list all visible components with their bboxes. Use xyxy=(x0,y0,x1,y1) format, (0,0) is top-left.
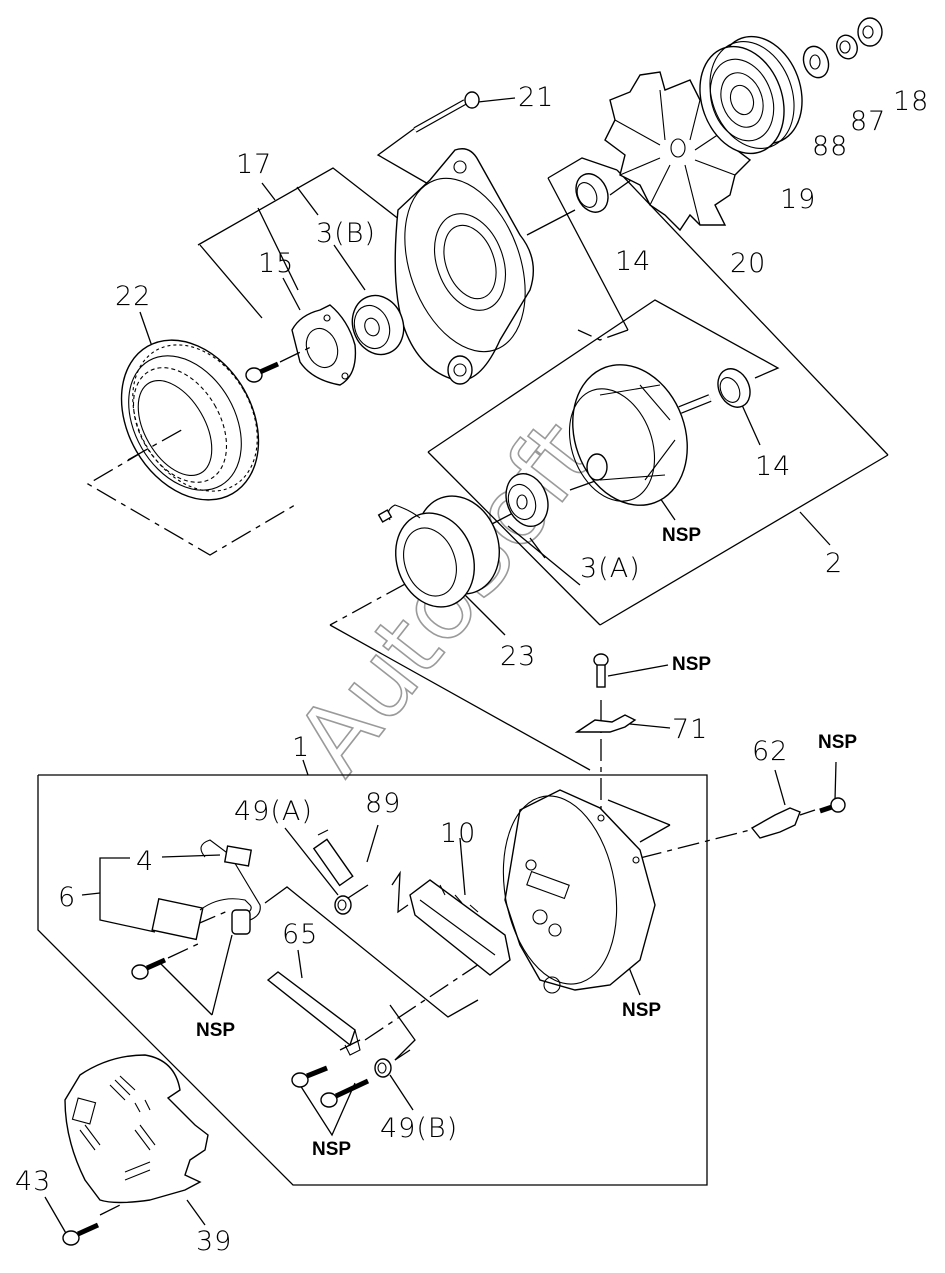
clip-71 xyxy=(574,714,637,733)
label-6: 6 xyxy=(58,882,76,913)
label-4: 4 xyxy=(136,846,154,877)
label-89: 89 xyxy=(365,788,401,819)
nsp-label-screw-71: NSP xyxy=(672,654,711,675)
rotor xyxy=(568,364,712,506)
rear-cover-39 xyxy=(64,1054,209,1204)
label-39: 39 xyxy=(196,1226,232,1257)
label-14-rotor: 14 xyxy=(755,451,791,482)
rear-frame xyxy=(502,789,656,994)
regulator-6 xyxy=(131,839,261,980)
label-18: 18 xyxy=(893,86,929,117)
label-19: 19 xyxy=(780,184,816,215)
bearing-3b xyxy=(351,294,405,356)
washer-88 xyxy=(802,45,830,79)
label-65: 65 xyxy=(282,919,318,950)
label-20: 20 xyxy=(730,248,766,279)
screw-71 xyxy=(593,653,609,688)
label-88: 88 xyxy=(812,131,848,162)
nsp-label-rotor: NSP xyxy=(662,525,701,546)
bearing-3a xyxy=(505,473,549,527)
rectifier-10 xyxy=(409,879,511,976)
label-1: 1 xyxy=(292,732,310,763)
terminal-62 xyxy=(750,797,846,839)
screws-bottom xyxy=(291,1065,370,1108)
part-labels: 21 18 87 88 19 20 14 17 3(B) 15 22 14 2 … xyxy=(15,82,929,1257)
stator-22 xyxy=(120,339,260,501)
label-49b: 49(B) xyxy=(380,1113,458,1144)
label-87: 87 xyxy=(850,106,886,137)
insulator-65 xyxy=(266,971,361,1056)
label-21: 21 xyxy=(518,82,554,113)
label-49a: 49(A) xyxy=(234,796,313,827)
front-housing xyxy=(394,148,534,385)
label-15: 15 xyxy=(258,248,294,279)
screw-43 xyxy=(62,1222,100,1246)
nsp-label-regulator: NSP xyxy=(196,1020,235,1041)
label-10: 10 xyxy=(440,818,476,849)
seal-14-top xyxy=(575,173,609,213)
nsp-label-rear-frame: NSP xyxy=(622,1000,661,1021)
label-3b: 3(B) xyxy=(316,218,376,249)
field-coil-23 xyxy=(377,495,500,608)
seal-14-rotor xyxy=(717,368,751,408)
label-3a: 3(A) xyxy=(580,553,641,584)
bushing-49a xyxy=(334,895,352,915)
label-17: 17 xyxy=(236,149,272,180)
lock-washer-87 xyxy=(836,34,858,60)
label-23: 23 xyxy=(500,641,536,672)
label-71: 71 xyxy=(672,714,708,745)
nsp-label-screw-62: NSP xyxy=(818,732,857,753)
label-62: 62 xyxy=(752,736,788,767)
label-2: 2 xyxy=(825,548,843,579)
nsp-label-brush-screws: NSP xyxy=(312,1139,351,1160)
nut-18 xyxy=(857,17,883,47)
label-14-top: 14 xyxy=(615,246,651,277)
brush-89 xyxy=(312,829,354,887)
retainer-plate-15 xyxy=(291,304,357,386)
label-22: 22 xyxy=(115,281,151,312)
bushing-49b xyxy=(374,1058,392,1078)
through-bolt-21 xyxy=(413,91,480,133)
label-43: 43 xyxy=(15,1166,51,1197)
screw-15 xyxy=(245,344,316,383)
pulley-19 xyxy=(699,35,803,155)
